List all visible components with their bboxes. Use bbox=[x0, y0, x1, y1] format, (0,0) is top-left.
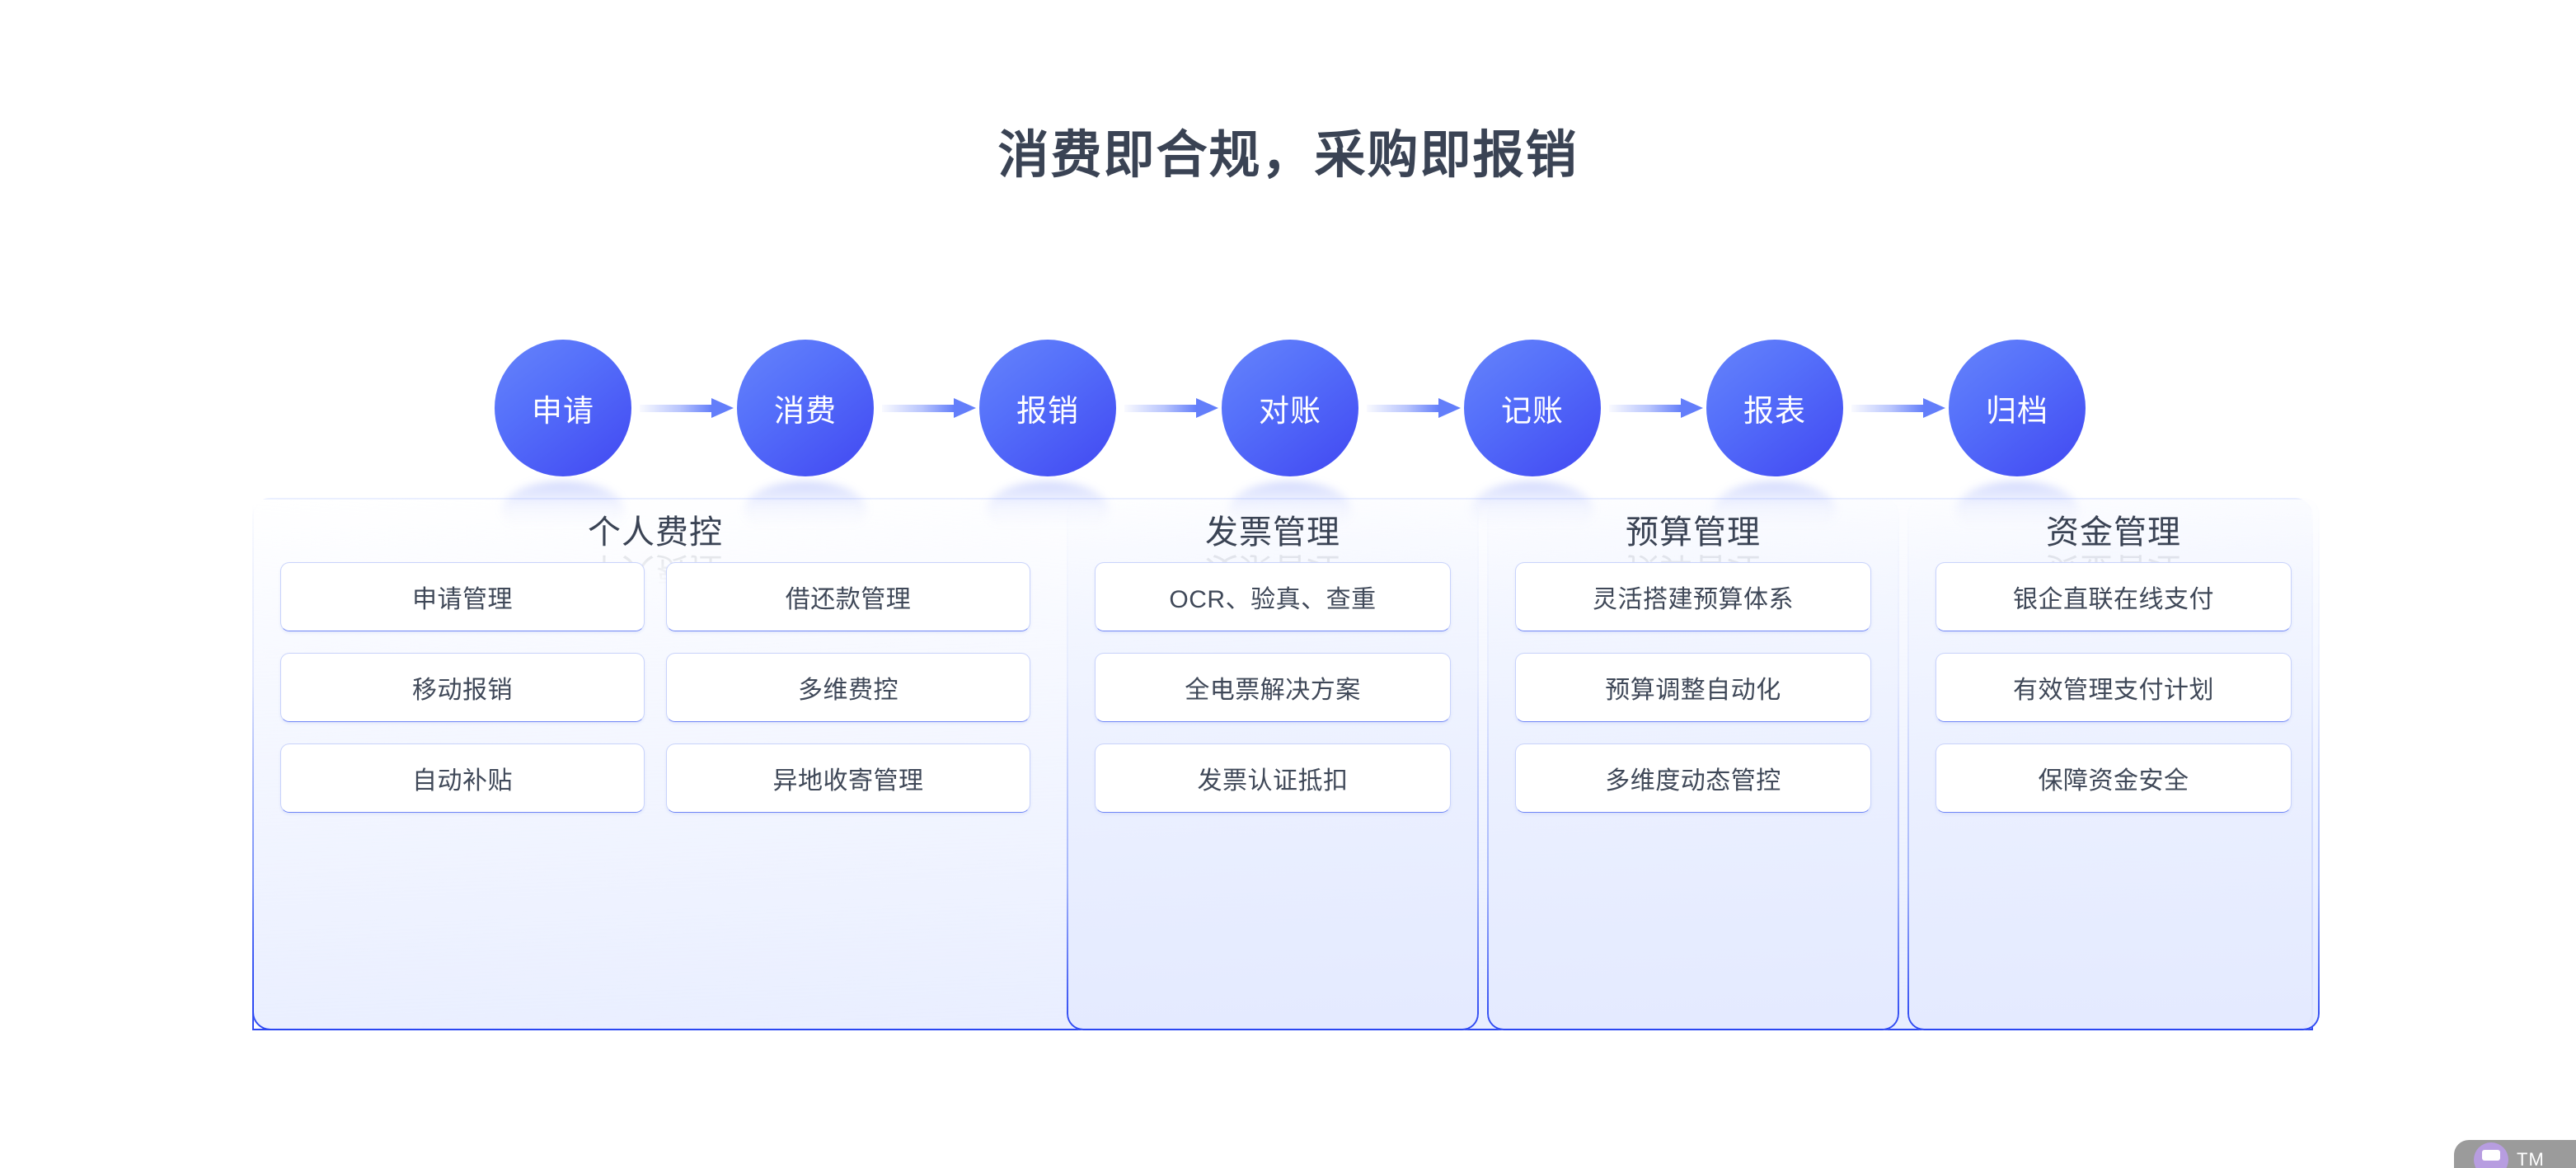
module-tile[interactable]: 多维度动态管控 bbox=[1515, 743, 1871, 813]
module-column-3: 预算管理预算管理灵活搭建预算体系预算调整自动化多维度动态管控 bbox=[1487, 498, 1899, 1030]
flow-step-circle: 报表 bbox=[1706, 340, 1843, 476]
module-column-title-text: 个人费控 bbox=[588, 514, 723, 551]
module-column-title-text: 发票管理 bbox=[1205, 514, 1340, 551]
modules-row: 个人费控个人费控申请管理借还款管理移动报销多维费控自动补贴异地收寄管理发票管理发… bbox=[252, 498, 2320, 1030]
flow-step-7[interactable]: 归档 bbox=[1949, 340, 2086, 539]
module-tile-grid: OCR、验真、查重全电票解决方案发票认证抵扣 bbox=[1067, 562, 1479, 834]
module-column-title: 资金管理资金管理 bbox=[2046, 514, 2181, 587]
module-tile[interactable]: 银企直联在线支付 bbox=[1936, 562, 2292, 631]
flow-step-label: 对账 bbox=[1259, 394, 1321, 428]
module-column-gap bbox=[1899, 498, 1907, 1030]
flow-step-label: 申请 bbox=[532, 394, 594, 428]
flow-arrow-3 bbox=[1119, 398, 1218, 418]
flow-step-circle: 归档 bbox=[1949, 340, 2086, 476]
module-tile[interactable]: 有效管理支付计划 bbox=[1936, 653, 2292, 722]
module-tile[interactable]: 自动补贴 bbox=[280, 743, 645, 813]
flow-step-5[interactable]: 记账 bbox=[1464, 340, 1601, 539]
flow-arrow-2 bbox=[877, 398, 976, 418]
module-tile[interactable]: OCR、验真、查重 bbox=[1095, 562, 1451, 631]
flow-arrow-head-icon bbox=[1681, 398, 1703, 418]
module-tile[interactable]: 发票认证抵扣 bbox=[1095, 743, 1451, 813]
flow-step-1[interactable]: 申请 bbox=[495, 340, 631, 539]
module-tile[interactable]: 异地收寄管理 bbox=[666, 743, 1030, 813]
flow-step-3[interactable]: 报销 bbox=[979, 340, 1116, 539]
flow-arrow-head-icon bbox=[954, 398, 976, 418]
module-column-4: 资金管理资金管理银企直联在线支付有效管理支付计划保障资金安全 bbox=[1907, 498, 2320, 1030]
watermark-label: TM bbox=[2517, 1149, 2545, 1168]
flow-step-label: 消费 bbox=[774, 394, 837, 428]
flow-arrow-shaft bbox=[1367, 405, 1439, 412]
module-column-1: 个人费控个人费控申请管理借还款管理移动报销多维费控自动补贴异地收寄管理 bbox=[252, 498, 1058, 1030]
flow-arrow-6 bbox=[1846, 398, 1945, 418]
watermark-logo-icon bbox=[2474, 1142, 2508, 1168]
flow-step-label: 归档 bbox=[1986, 394, 2048, 428]
module-tile[interactable]: 多维费控 bbox=[666, 653, 1030, 722]
flow-arrow-4 bbox=[1362, 398, 1461, 418]
flow-step-6[interactable]: 报表 bbox=[1706, 340, 1843, 539]
module-column-title-text: 资金管理 bbox=[2046, 514, 2181, 551]
module-tile[interactable]: 申请管理 bbox=[280, 562, 645, 631]
module-tile-grid: 灵活搭建预算体系预算调整自动化多维度动态管控 bbox=[1487, 562, 1899, 834]
process-flow: 申请 消费 报销 对账 记账 报表 归档 bbox=[495, 330, 2086, 539]
module-tile[interactable]: 灵活搭建预算体系 bbox=[1515, 562, 1871, 631]
module-column-title-text: 预算管理 bbox=[1626, 514, 1761, 551]
flow-arrow-shaft bbox=[1124, 405, 1197, 412]
module-column-title: 发票管理发票管理 bbox=[1205, 514, 1340, 587]
flow-arrow-head-icon bbox=[1923, 398, 1945, 418]
flow-arrow-head-icon bbox=[1196, 398, 1218, 418]
flow-arrow-shaft bbox=[640, 405, 712, 412]
flow-arrow-head-icon bbox=[1438, 398, 1461, 418]
flow-arrow-shaft bbox=[882, 405, 955, 412]
flow-step-2[interactable]: 消费 bbox=[737, 340, 874, 539]
flow-arrow-5 bbox=[1604, 398, 1703, 418]
watermark-badge: TM bbox=[2454, 1140, 2576, 1168]
flow-step-label: 报表 bbox=[1743, 394, 1806, 428]
flow-step-label: 记账 bbox=[1501, 394, 1564, 428]
flow-arrow-1 bbox=[635, 398, 734, 418]
module-tile[interactable]: 借还款管理 bbox=[666, 562, 1030, 631]
flow-arrow-head-icon bbox=[711, 398, 734, 418]
flow-step-4[interactable]: 对账 bbox=[1222, 340, 1358, 539]
page-title: 消费即合规，采购即报销 bbox=[997, 127, 1579, 184]
flow-arrow-shaft bbox=[1609, 405, 1682, 412]
flow-step-reflection bbox=[744, 481, 867, 539]
flow-step-reflection bbox=[501, 481, 625, 539]
flow-step-circle: 报销 bbox=[979, 340, 1116, 476]
module-column-gap bbox=[1058, 498, 1067, 1030]
module-tile-grid: 申请管理借还款管理移动报销多维费控自动补贴异地收寄管理 bbox=[252, 562, 1058, 834]
module-tile-grid: 银企直联在线支付有效管理支付计划保障资金安全 bbox=[1907, 562, 2320, 834]
module-tile[interactable]: 保障资金安全 bbox=[1936, 743, 2292, 813]
module-tile[interactable]: 移动报销 bbox=[280, 653, 645, 722]
module-column-gap bbox=[1479, 498, 1487, 1030]
flow-step-circle: 对账 bbox=[1222, 340, 1358, 476]
flow-step-circle: 消费 bbox=[737, 340, 874, 476]
flow-arrow-shaft bbox=[1851, 405, 1924, 412]
flow-step-circle: 记账 bbox=[1464, 340, 1601, 476]
module-column-title: 个人费控个人费控 bbox=[588, 514, 723, 587]
module-column-title: 预算管理预算管理 bbox=[1626, 514, 1761, 587]
module-tile[interactable]: 预算调整自动化 bbox=[1515, 653, 1871, 722]
module-tile[interactable]: 全电票解决方案 bbox=[1095, 653, 1451, 722]
flow-step-circle: 申请 bbox=[495, 340, 631, 476]
flow-step-label: 报销 bbox=[1016, 394, 1079, 428]
